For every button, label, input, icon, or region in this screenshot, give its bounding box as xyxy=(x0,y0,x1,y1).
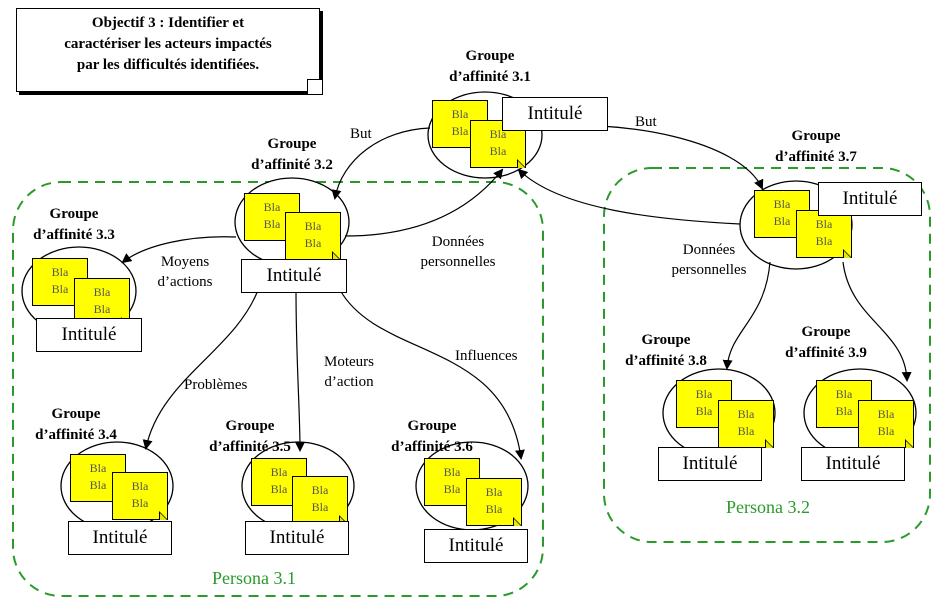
persona-3-1-label: Persona 3.1 xyxy=(212,568,296,588)
group-3-1-label-box: Intitulé xyxy=(502,97,608,131)
edge-label-problemes: Problèmes xyxy=(184,377,248,393)
group-3-4-label-box: Intitulé xyxy=(68,521,172,555)
edge-label-influences: Influences xyxy=(455,348,518,364)
group-3-8-label-box: Intitulé xyxy=(658,447,762,481)
edge-3-1-to-3-7 xyxy=(539,125,764,190)
group-3-5-label-box: Intitulé xyxy=(245,521,349,555)
edge-label-but-left: But xyxy=(350,126,372,142)
edge-3-7-to-3-1 xyxy=(517,168,741,225)
edge-3-2-to-3-3 xyxy=(121,236,237,264)
group-3-2-label-box: Intitulé xyxy=(241,259,347,293)
edge-3-2-to-3-4 xyxy=(142,289,259,450)
edge-3-1-to-3-2 xyxy=(331,127,431,200)
persona-3-2-label: Persona 3.2 xyxy=(726,497,810,517)
persona-3-1-frame xyxy=(12,181,544,597)
persona-3-2-frame xyxy=(603,167,931,543)
objective-line-2: caractériser les acteurs impactés xyxy=(64,36,272,52)
edge-label-but-right: But xyxy=(635,114,657,130)
group-3-3-label-box: Intitulé xyxy=(36,318,142,352)
group-3-7-label-box: Intitulé xyxy=(818,182,922,216)
objective-line-1: Objectif 3 : Identifier et xyxy=(91,15,245,31)
objective-box: Objectif 3 : Identifier et caractériser … xyxy=(16,8,322,94)
edge-3-2-to-3-1 xyxy=(344,168,504,237)
objective-fold-corner xyxy=(307,79,322,94)
edge-3-7-to-3-8 xyxy=(722,261,771,370)
group-3-6-label-box: Intitulé xyxy=(424,529,528,563)
objective-line-3: par les difficultés identifiées. xyxy=(76,57,260,73)
edge-3-7-to-3-9 xyxy=(842,261,912,382)
edge-3-2-to-3-6 xyxy=(339,289,525,460)
group-3-9-label-box: Intitulé xyxy=(801,447,905,481)
edge-3-2-to-3-5 xyxy=(294,289,305,452)
